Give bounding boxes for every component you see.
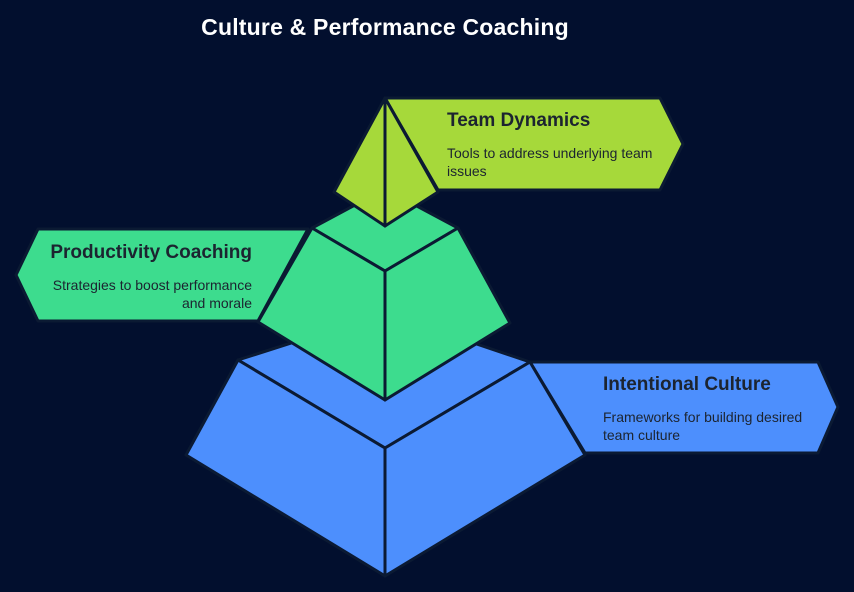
team-tier-left-face	[332, 96, 387, 228]
culture-tier-right-face	[383, 360, 587, 578]
team-dynamics-label: Team Dynamics Tools to address underlyin…	[447, 110, 667, 180]
productivity-coaching-heading: Productivity Coaching	[50, 242, 252, 263]
team-dynamics-description: Tools to address underlying team issues	[447, 145, 653, 179]
diagram-title: Culture & Performance Coaching	[201, 14, 569, 40]
productivity-coaching-label: Productivity Coaching Strategies to boos…	[40, 242, 252, 312]
intentional-culture-description: Frameworks for building desired team cul…	[603, 409, 803, 443]
productivity-callout-arrow	[14, 227, 310, 323]
intentional-culture-heading: Intentional Culture	[603, 374, 771, 395]
intentional-culture-label: Intentional Culture Frameworks for build…	[603, 374, 823, 444]
productivity-coaching-description: Strategies to boost performance and mora…	[52, 277, 252, 311]
team-tier-right-face	[383, 96, 440, 228]
productivity-tier-right-face	[383, 226, 512, 402]
team-dynamics-heading: Team Dynamics	[447, 110, 591, 131]
